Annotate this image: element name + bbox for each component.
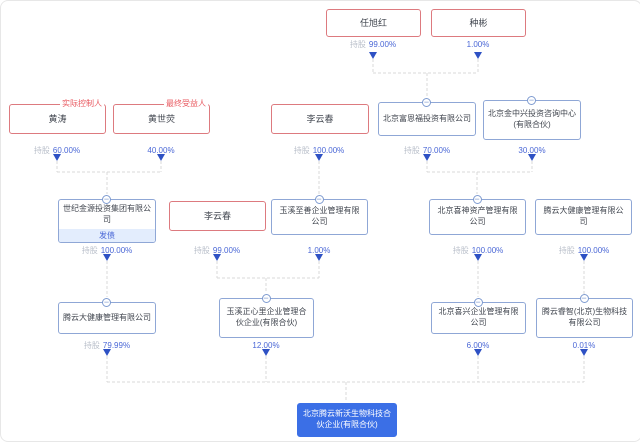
collapse-toggle-icon[interactable]: −: [473, 297, 483, 307]
shareholding-label: 0.01%: [572, 341, 596, 350]
shareholding-label: 1.00%: [466, 40, 490, 49]
node-label: 黄世荧: [147, 113, 175, 124]
node-person-liyunchun-mid[interactable]: 李云春: [169, 201, 266, 231]
node-label: 腾云大健康管理有限公司: [63, 312, 151, 322]
node-company-xixing[interactable]: − 北京喜兴企业管理有限公司: [431, 298, 526, 334]
node-label: 北京富恩福投资有限公司: [383, 113, 471, 123]
node-person-renxuhong[interactable]: 任旭红: [326, 9, 421, 37]
node-person-huangtao[interactable]: 实际控制人 黄涛: [9, 99, 106, 134]
node-label: 腾云大健康管理有限公司: [543, 206, 624, 226]
node-company-yuxizhishan[interactable]: − 玉溪至善企业管理有限公司: [271, 195, 368, 235]
node-label: 北京腾云新沃生物科技合伙企业(有限合伙): [303, 409, 391, 429]
node-company-ruizhi[interactable]: − 腾云睿智(北京)生物科技有限公司: [536, 294, 633, 338]
node-label: 玉溪至善企业管理有限公司: [279, 206, 360, 226]
node-label: 李云春: [306, 113, 334, 124]
node-company-tengyun-health-right[interactable]: 腾云大健康管理有限公司: [535, 199, 632, 235]
shareholding-label: 6.00%: [466, 341, 490, 350]
shareholding-label: 40.00%: [147, 146, 175, 155]
node-company-shijijinyuan[interactable]: − 世纪金源投资集团有限公司 发债: [58, 195, 156, 243]
node-label: 任旭红: [359, 17, 387, 28]
node-label: 世纪金源投资集团有限公司: [63, 203, 151, 224]
node-label: 北京喜兴企业管理有限公司: [438, 307, 519, 327]
node-label: 北京喜神资产管理有限公司: [437, 206, 518, 226]
node-label: 种彬: [469, 17, 488, 28]
shareholding-label: 12.00%: [252, 341, 280, 350]
node-person-huangshiying[interactable]: 最终受益人 黄世荧: [113, 99, 210, 134]
collapse-toggle-icon[interactable]: −: [261, 293, 271, 303]
collapse-toggle-icon[interactable]: −: [527, 95, 536, 105]
collapse-toggle-icon[interactable]: −: [579, 293, 589, 303]
node-company-xishen[interactable]: − 北京喜神资产管理有限公司: [429, 195, 526, 235]
node-company-fuenfu[interactable]: − 北京富恩福投资有限公司: [378, 98, 476, 136]
shareholding-label: 30.00%: [518, 146, 546, 155]
node-label: 北京金中兴投资咨询中心(有限合伙): [488, 109, 576, 129]
node-person-liyunchun-top[interactable]: 李云春: [271, 104, 369, 134]
shareholding-label: 1.00%: [307, 246, 331, 255]
node-label: 黄涛: [48, 113, 67, 124]
collapse-toggle-icon[interactable]: −: [422, 97, 431, 107]
node-label: 玉溪正心里企业管理合伙企业(有限合伙): [226, 307, 307, 327]
arrow-down-icons: [53, 52, 588, 356]
node-company-tengyun-health-left[interactable]: − 腾云大健康管理有限公司: [58, 298, 156, 334]
bond-issuer-badge: 发债: [59, 229, 155, 242]
node-person-zhongbin[interactable]: 种彬: [431, 9, 526, 37]
node-company-jinzhongxing[interactable]: − 北京金中兴投资咨询中心(有限合伙): [483, 96, 581, 140]
collapse-toggle-icon[interactable]: −: [472, 194, 482, 204]
node-company-zhengxinli[interactable]: − 玉溪正心里企业管理合伙企业(有限合伙): [219, 294, 314, 338]
node-target-company[interactable]: 北京腾云新沃生物科技合伙企业(有限合伙): [297, 403, 397, 437]
node-label: 李云春: [203, 210, 231, 221]
collapse-toggle-icon[interactable]: −: [314, 194, 324, 204]
actual-controller-badge: 实际控制人: [60, 99, 104, 109]
node-label: 腾云睿智(北京)生物科技有限公司: [541, 307, 628, 327]
collapse-toggle-icon[interactable]: −: [102, 194, 111, 204]
collapse-toggle-icon[interactable]: −: [102, 297, 111, 307]
ultimate-beneficiary-badge: 最终受益人: [164, 99, 208, 109]
